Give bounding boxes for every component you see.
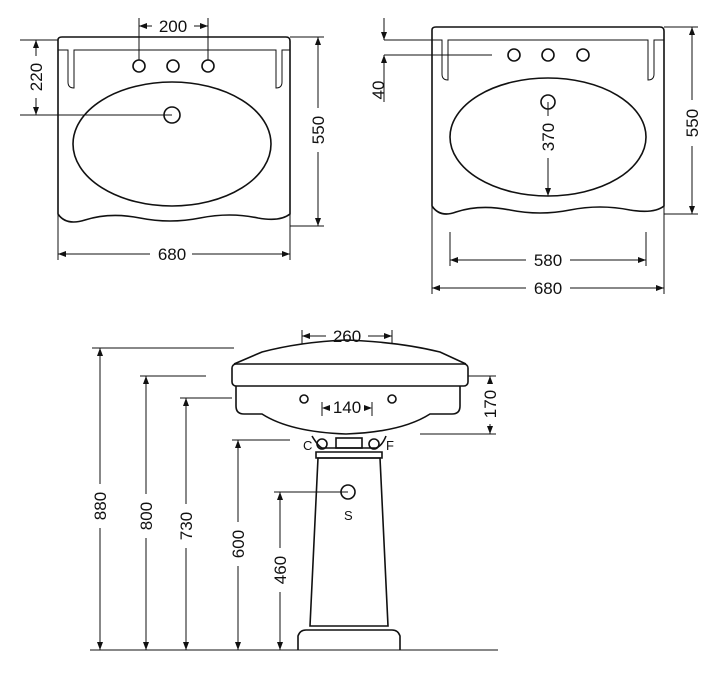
cold-connection xyxy=(316,438,328,450)
dim-basin-height: 170 xyxy=(481,390,500,418)
dim-depth: 550 xyxy=(309,116,328,144)
pedestal-column xyxy=(309,457,389,627)
dim-to-waste: 220 xyxy=(27,63,46,91)
tap-hole-center-alt xyxy=(541,48,555,62)
dim-underside-height: 730 xyxy=(177,512,196,540)
basin-outline xyxy=(57,36,291,223)
label-hot: F xyxy=(386,438,394,453)
back-ledge-alt xyxy=(432,39,664,81)
back-ledge xyxy=(58,49,290,89)
label-supply: S xyxy=(344,508,353,523)
dim-bowl-width: 580 xyxy=(534,251,562,270)
top-view-alt: 40 370 550 580 680 xyxy=(369,18,702,298)
basin-rim xyxy=(231,363,469,387)
dim-hole-spacing: 200 xyxy=(159,17,187,36)
dim-total-height: 880 xyxy=(91,492,110,520)
dim-depth-alt: 550 xyxy=(683,109,702,137)
dim-bowl-depth: 370 xyxy=(539,123,558,151)
dim-rim-height: 800 xyxy=(137,502,156,530)
tap-hole-left-alt xyxy=(507,48,521,62)
dim-trap-spacing: 140 xyxy=(333,398,361,417)
label-cold: C xyxy=(303,438,312,453)
trap-bracket xyxy=(335,437,363,449)
tap-hole-right xyxy=(201,59,215,73)
tap-hole-left xyxy=(132,59,146,73)
side-view: C F S 260 140 170 xyxy=(90,327,500,651)
bowl xyxy=(72,81,272,207)
pedestal-top xyxy=(315,451,383,459)
basin-body xyxy=(235,386,461,435)
overflow-hole-right xyxy=(387,394,397,404)
basin-top xyxy=(233,339,467,365)
dim-width: 680 xyxy=(158,245,186,264)
dim-pedestal-top-height: 600 xyxy=(229,530,248,558)
dim-width-alt: 680 xyxy=(534,279,562,298)
dim-supply-height: 460 xyxy=(271,556,290,584)
pedestal-base xyxy=(297,629,401,650)
tap-hole-right-alt xyxy=(576,48,590,62)
top-view: 200 220 550 680 xyxy=(20,17,328,264)
hot-connection xyxy=(368,438,380,450)
dim-rim: 40 xyxy=(369,81,388,100)
dim-top-width: 260 xyxy=(333,327,361,346)
basin-outline-alt xyxy=(431,26,665,215)
overflow-hole-left xyxy=(299,394,309,404)
tap-hole-center xyxy=(166,59,180,73)
